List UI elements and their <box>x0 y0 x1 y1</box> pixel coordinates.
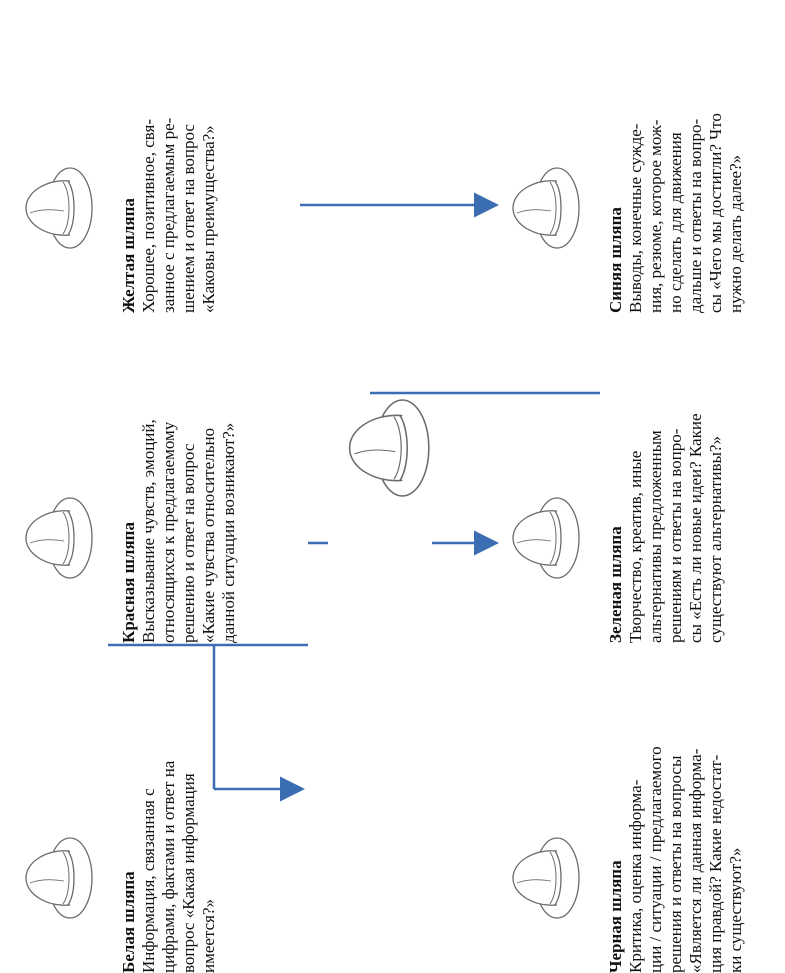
card-blue-hat: Синяя шляпа Выводы, конечные сужде- ния,… <box>605 23 746 313</box>
card-red-hat: Красная шляпа Высказывание чувств, эмоци… <box>118 383 239 643</box>
card-green-hat: Зеленая шляпа Творчество, креатив, иные … <box>605 363 726 644</box>
card-body: Творчество, креатив, иные альтернативы п… <box>626 413 725 644</box>
white-hat-icon <box>18 833 98 923</box>
card-title: Красная шляпа <box>119 522 138 643</box>
card-body: Выводы, конечные сужде- ния, резюме, кот… <box>626 113 745 313</box>
card-title: Желтая шляпа <box>119 198 138 313</box>
card-title: Синяя шляпа <box>606 207 625 313</box>
card-title: Белая шляпа <box>119 871 138 973</box>
red-hat-icon <box>18 493 98 583</box>
card-title: Зеленая шляпа <box>606 526 625 643</box>
yellow-hat-icon <box>18 163 98 253</box>
card-black-hat: Черная шляпа Критика, оценка информа- ци… <box>605 693 746 973</box>
card-body: Хорошее, позитивное, свя- занное с предл… <box>139 117 218 313</box>
black-hat-icon <box>505 833 585 923</box>
blue-hat-icon <box>505 163 585 253</box>
card-title: Черная шляпа <box>606 860 625 973</box>
card-body: Критика, оценка информа- ции / ситуации … <box>626 746 745 973</box>
card-body: Информация, связанная с цифрами, фактами… <box>139 760 218 973</box>
card-yellow-hat: Желтая шляпа Хорошее, позитивное, свя- з… <box>118 43 219 313</box>
card-body: Высказывание чувств, эмоций, относящихся… <box>139 419 238 643</box>
center-hat-icon <box>340 393 436 503</box>
card-white-hat: Белая шляпа Информация, связанная с цифр… <box>118 713 219 973</box>
green-hat-icon <box>505 493 585 583</box>
